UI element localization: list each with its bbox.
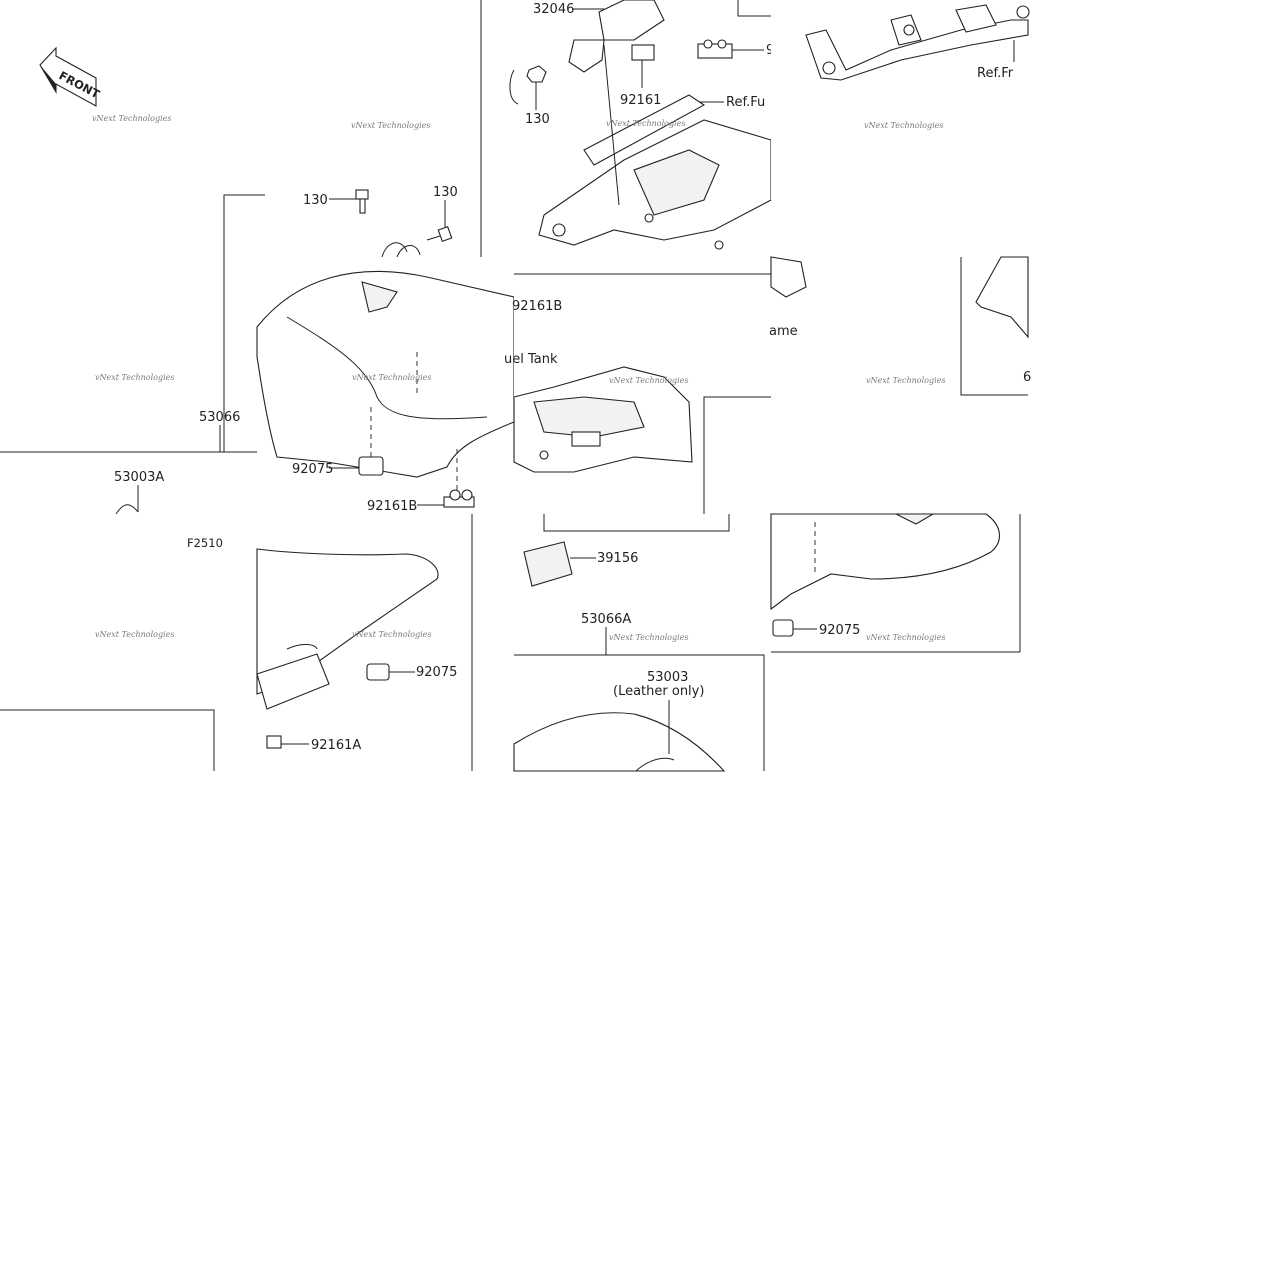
tile-mid-third: 92161B uel Tank vNext Technologies [504,257,771,514]
front-seat [256,270,515,478]
tile-bottom-second: 92075 92161A vNext Technologies [256,514,514,771]
front-arrow-icon: FRONT [39,46,102,107]
frame-line [0,709,215,771]
tile-bottom-left-svg: F2510 vNext Technologies [0,536,223,771]
watermark-text: vNext Technologies [95,630,174,639]
label-92075-a: 92075 [292,462,333,477]
tile-top-left: FRONT vNext Technologies [0,0,257,257]
label-53066: 53066 [199,410,240,425]
watermark-text: vNext Technologies [606,119,685,128]
tile-bottom-right: 92075 vNext Technologies [770,513,1028,771]
label-32046: 32046 [533,2,574,17]
label-92161B-mid: 92161B [367,499,417,514]
frame-line [703,396,771,514]
seat-edge [975,256,1029,339]
watermark-text: vNext Technologies [92,114,171,123]
watermark-text: vNext Technologies [352,630,431,639]
bracket-32046 [568,0,665,73]
tile-top-second-svg: vNext Technologies 130 130 [257,0,482,258]
tile-bottom-third-svg: 39156 53066A 53003 (Leather only) vNext … [513,514,765,772]
leader-line [603,44,620,206]
tile-mid-second-svg: 92075 92161B vNext Technologies [256,270,515,514]
tile-top-left-svg: FRONT vNext Technologies [39,46,257,257]
damper-92075-a: 92075 [292,407,384,477]
watermark-text: vNext Technologies [352,373,431,382]
label-F2510: F2510 [187,536,223,550]
tile-mid-third-svg: 92161B uel Tank vNext Technologies [504,273,771,514]
watermark-text: vNext Technologies [864,121,943,130]
label-130-c: 130 [433,185,458,200]
label-39156: 39156 [597,551,638,566]
damper-92075-c: 92075 [772,619,860,638]
tile-top-third: 32046 130 92161 9 [509,0,774,257]
tile-mid-right: ame 6 vNext Technologies [769,256,1031,514]
watermark-text: vNext Technologies [95,373,174,382]
frame-line [223,194,257,257]
label-fragment-9: 9 [766,43,774,58]
tile-mid-left: 53066 vNext Technologies 53003A [0,257,257,515]
damper-92161B: 92161B [367,447,475,514]
seat-rail-frame [538,94,772,250]
watermark-text: vNext Technologies [609,376,688,385]
tile-bottom-left: F2510 vNext Technologies [0,514,223,771]
label-ref-frame: Ref.Fr [977,66,1014,81]
hook-part [396,245,421,258]
tile-top-right: Ref.Fr vNext Technologies [737,0,1030,257]
label-leather-only: (Leather only) [613,684,704,699]
bolt-130-left: 130 [303,189,369,214]
watermark-text: vNext Technologies [866,376,945,385]
rear-frame-bracket [805,4,1030,81]
tank-bracket [513,366,693,473]
label-53066A: 53066A [581,612,631,627]
label-53003: 53003 [647,670,688,685]
label-130-b: 130 [303,193,328,208]
frame-line [960,257,1028,396]
label-fuel-tank: uel Tank [504,352,558,367]
watermark: vNext Technologies [92,114,171,123]
strap-part [115,504,139,515]
label-130-a: 130 [525,112,550,127]
label-ref-fuel: Ref.Fu [726,95,765,110]
label-92161B-top: 92161B [512,299,562,314]
label-53003A: 53003A [114,470,164,485]
damper-92161A: 92161A [266,735,361,753]
damper-top-right: 9 [697,39,774,59]
frame-line [543,514,730,532]
tank-pad-39156: 39156 [523,541,638,587]
rear-seat [256,548,439,710]
tile-top-second: vNext Technologies 130 130 [257,0,514,258]
label-92161A: 92161A [311,738,361,753]
label-frame-fragment: ame [769,324,798,339]
seat-rear-edge [770,513,1000,611]
damper-92075-b: 92075 [366,663,457,681]
bolt-130-right: 130 [426,185,458,243]
label-92075-b: 92075 [416,665,457,680]
tile-bottom-third: 39156 53066A 53003 (Leather only) vNext … [513,514,771,772]
tile-top-right-svg: Ref.Fr vNext Technologies [737,0,1030,130]
bolt-130: 130 [525,65,550,127]
frame-line [737,0,771,17]
tile-top-third-svg: 32046 130 92161 9 [509,0,774,250]
seat-cover-53003 [513,700,726,772]
hook-part [381,242,408,258]
tile-mid-second: 92075 92161B vNext Technologies [256,257,515,514]
watermark-text: vNext Technologies [609,633,688,642]
label-92075-c: 92075 [819,623,860,638]
label-fragment-6: 6 [1023,370,1031,385]
frame-line [514,654,765,771]
tile-mid-right-svg: ame 6 vNext Technologies [769,256,1031,396]
tile-bottom-second-svg: 92075 92161A vNext Technologies [256,514,473,771]
watermark-text: vNext Technologies [866,633,945,642]
tile-mid-left-svg: 53066 vNext Technologies 53003A [0,257,257,515]
tile-bottom-right-svg: 92075 vNext Technologies [770,513,1021,653]
cable-part [509,69,519,105]
label-92161-top: 92161 [620,93,661,108]
pad-92161: 92161 [620,44,661,108]
bracket-part [770,256,807,298]
watermark-text: vNext Technologies [351,121,430,130]
